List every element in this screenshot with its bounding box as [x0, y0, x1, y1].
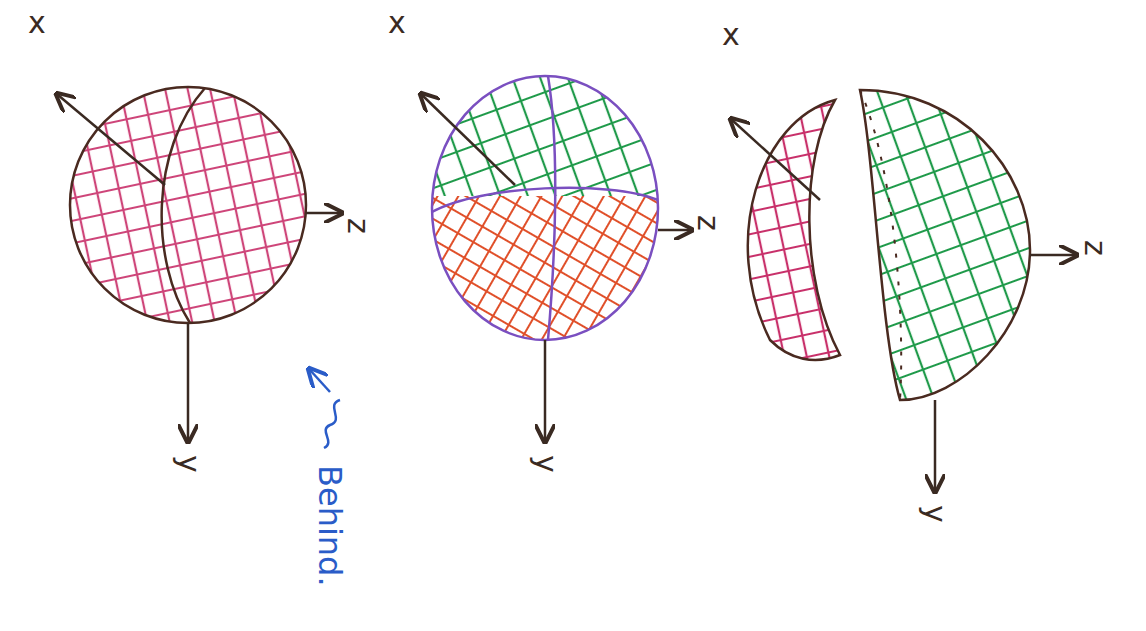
axis-label: y — [531, 455, 561, 473]
axis-label: z — [1080, 240, 1110, 256]
axis-label: z — [343, 218, 373, 234]
axis-label: x — [388, 8, 406, 38]
note-text: Behind. — [314, 465, 346, 587]
axis-label: x — [28, 8, 46, 38]
axis-label: z — [693, 215, 723, 231]
axis-label: x — [722, 20, 740, 50]
axis-label: y — [174, 455, 204, 473]
axis-label: y — [920, 505, 950, 523]
